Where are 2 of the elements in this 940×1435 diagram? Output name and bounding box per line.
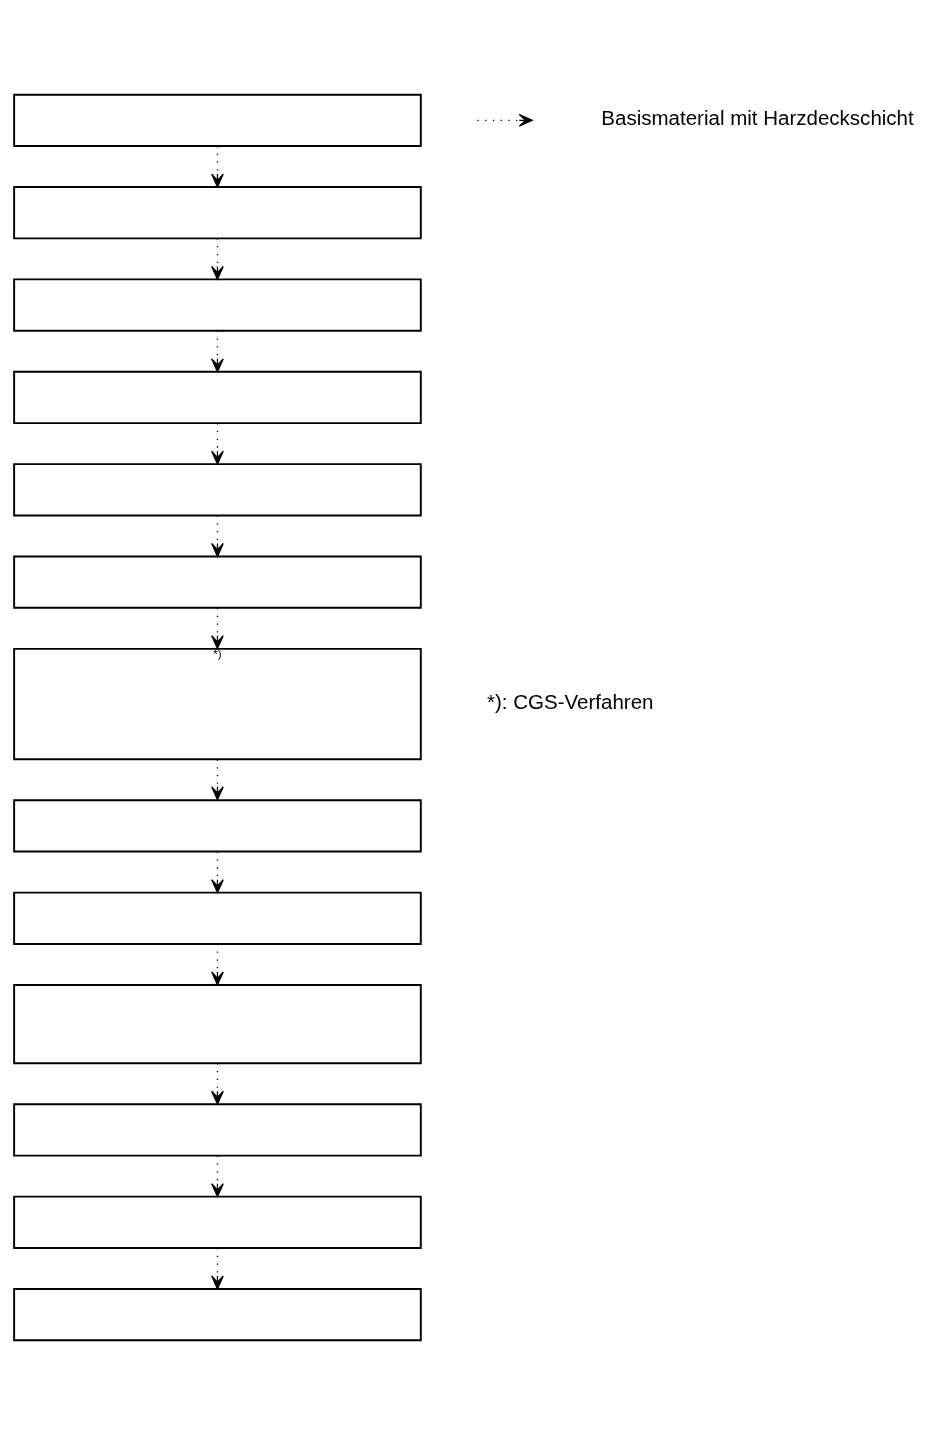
legend-label: Basismaterial mit Harzdeckschicht: [600, 106, 914, 130]
label: *): CGS-Verfahren: [486, 689, 653, 713]
